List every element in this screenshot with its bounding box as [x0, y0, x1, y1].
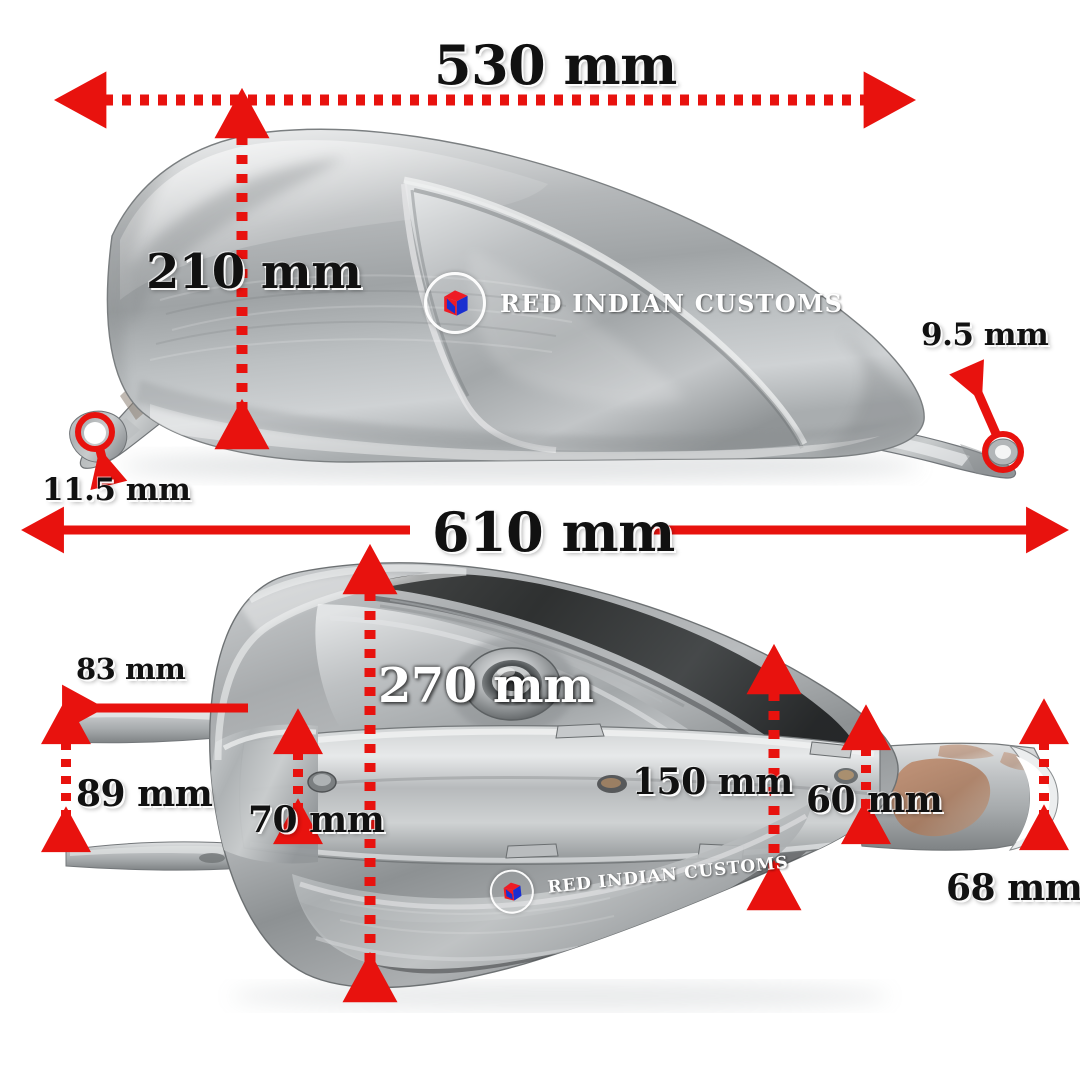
dimension-label-210mm: 210 mm: [146, 244, 362, 300]
dimension-label-150mm: 150 mm: [632, 761, 793, 803]
watermark-text: RED INDIAN CUSTOMS: [546, 852, 790, 898]
watermark-bottom-view: RED INDIAN CUSTOMS: [487, 841, 791, 916]
brand-logo-icon: [424, 272, 486, 334]
watermark-text: RED INDIAN CUSTOMS: [500, 288, 844, 318]
dimension-label-70mm: 70 mm: [248, 799, 385, 841]
dimension-label-610mm: 610 mm: [432, 500, 675, 564]
dimension-label-9-5mm: 9.5 mm: [921, 317, 1049, 353]
dimension-label-270mm: 270 mm: [378, 658, 594, 714]
dimension-label-89mm: 89 mm: [76, 773, 213, 815]
brand-logo-icon: [487, 867, 537, 916]
dimension-label-83mm: 83 mm: [76, 652, 186, 686]
dimension-label-68mm: 68 mm: [946, 867, 1080, 909]
dimension-label-11-5mm: 11.5 mm: [42, 472, 191, 508]
watermark-side-view: RED INDIAN CUSTOMS: [424, 272, 843, 334]
dimension-label-60mm: 60 mm: [806, 779, 943, 821]
dimension-label-530mm: 530 mm: [434, 33, 677, 97]
